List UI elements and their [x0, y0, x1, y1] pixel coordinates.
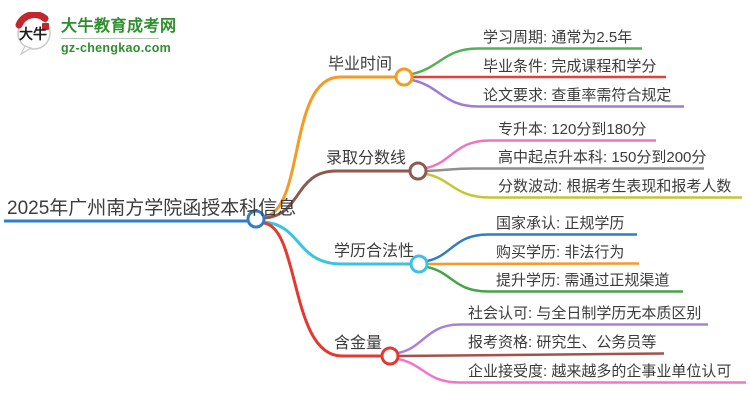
branch-1-child-1-line: [411, 47, 642, 76]
branch-3-child-3-line: [426, 265, 683, 293]
node-branch-2-child-1-label[interactable]: 专升本: 120分到180分: [498, 121, 647, 138]
node-branch-3-child-3-label[interactable]: 提升学历: 需通过正规渠道: [496, 272, 670, 289]
logo-icon-text: 大牛: [19, 26, 47, 42]
branch-1-child-3-line: [411, 78, 684, 108]
node-branch-3-child-2-label[interactable]: 购买学历: 非法行为: [496, 244, 625, 261]
logo-beret-shape: [15, 12, 49, 29]
node-branch-2-child-2-label[interactable]: 高中起点升本科: 150分到200分: [498, 149, 707, 166]
branch-2-child-1-line: [425, 139, 656, 170]
node-branch-4-child-2-label[interactable]: 报考资格: 研究生、公务员等: [468, 334, 657, 351]
logo-title: 大牛教育成考网: [61, 18, 177, 35]
branch-2-node-circle[interactable]: [408, 161, 428, 181]
branch-2-child-2-line: [425, 167, 704, 173]
node-branch-4-label[interactable]: 含金量: [334, 335, 383, 352]
branch-2-child-3-line: [425, 172, 742, 199]
node-branch-1-child-2-label[interactable]: 毕业条件: 完成课程和学分: [483, 57, 657, 75]
logo-domain: gz-chengkao.com: [61, 41, 172, 55]
branch-1-node-circle[interactable]: [394, 67, 414, 87]
node-branch-1-label[interactable]: 毕业时间: [328, 56, 393, 73]
branch-2-line: [263, 169, 410, 220]
branch-3-node-circle[interactable]: [409, 254, 429, 274]
branch-4-node-circle[interactable]: [380, 346, 400, 366]
node-root-label[interactable]: 2025年广州南方学院函授本科信息: [7, 198, 297, 219]
logo-bubble-icon: 大牛: [15, 12, 51, 56]
branch-4-child-2-line: [397, 352, 665, 358]
node-branch-1-child-1-label[interactable]: 学习周期: 通常为2.5年: [483, 29, 633, 46]
branch-4-line: [263, 221, 382, 358]
branch-3-child-1-line: [426, 233, 637, 263]
branch-3-child-2-line: [426, 262, 640, 266]
branch-4-child-1-line: [397, 323, 708, 355]
branch-4-child-3-line: [397, 357, 746, 384]
logo-divider: [61, 38, 159, 39]
node-branch-3-label[interactable]: 学历合法性: [334, 243, 415, 260]
branch-3-line: [263, 220, 411, 266]
logo-seal-icon: [42, 23, 49, 30]
node-branch-4-child-1-label[interactable]: 社会认可: 与全日制学历无本质区别: [468, 305, 702, 322]
node-branch-4-child-3-label[interactable]: 企业接受度: 越来越多的企事业单位认可: [468, 363, 732, 380]
root-node-circle[interactable]: [246, 209, 266, 229]
node-branch-2-child-3-label[interactable]: 分数波动: 根据考生表现和报考人数: [498, 178, 732, 195]
site-logo[interactable]: 大牛 大牛教育成考网 gz-chengkao.com: [14, 12, 177, 56]
node-branch-3-child-1-label[interactable]: 国家承认: 正规学历: [496, 215, 625, 232]
branch-1-line: [263, 75, 397, 219]
node-branch-1-child-3-label[interactable]: 论文要求: 查重率需符合规定: [483, 87, 672, 104]
node-branch-2-label[interactable]: 录取分数线: [326, 150, 407, 167]
